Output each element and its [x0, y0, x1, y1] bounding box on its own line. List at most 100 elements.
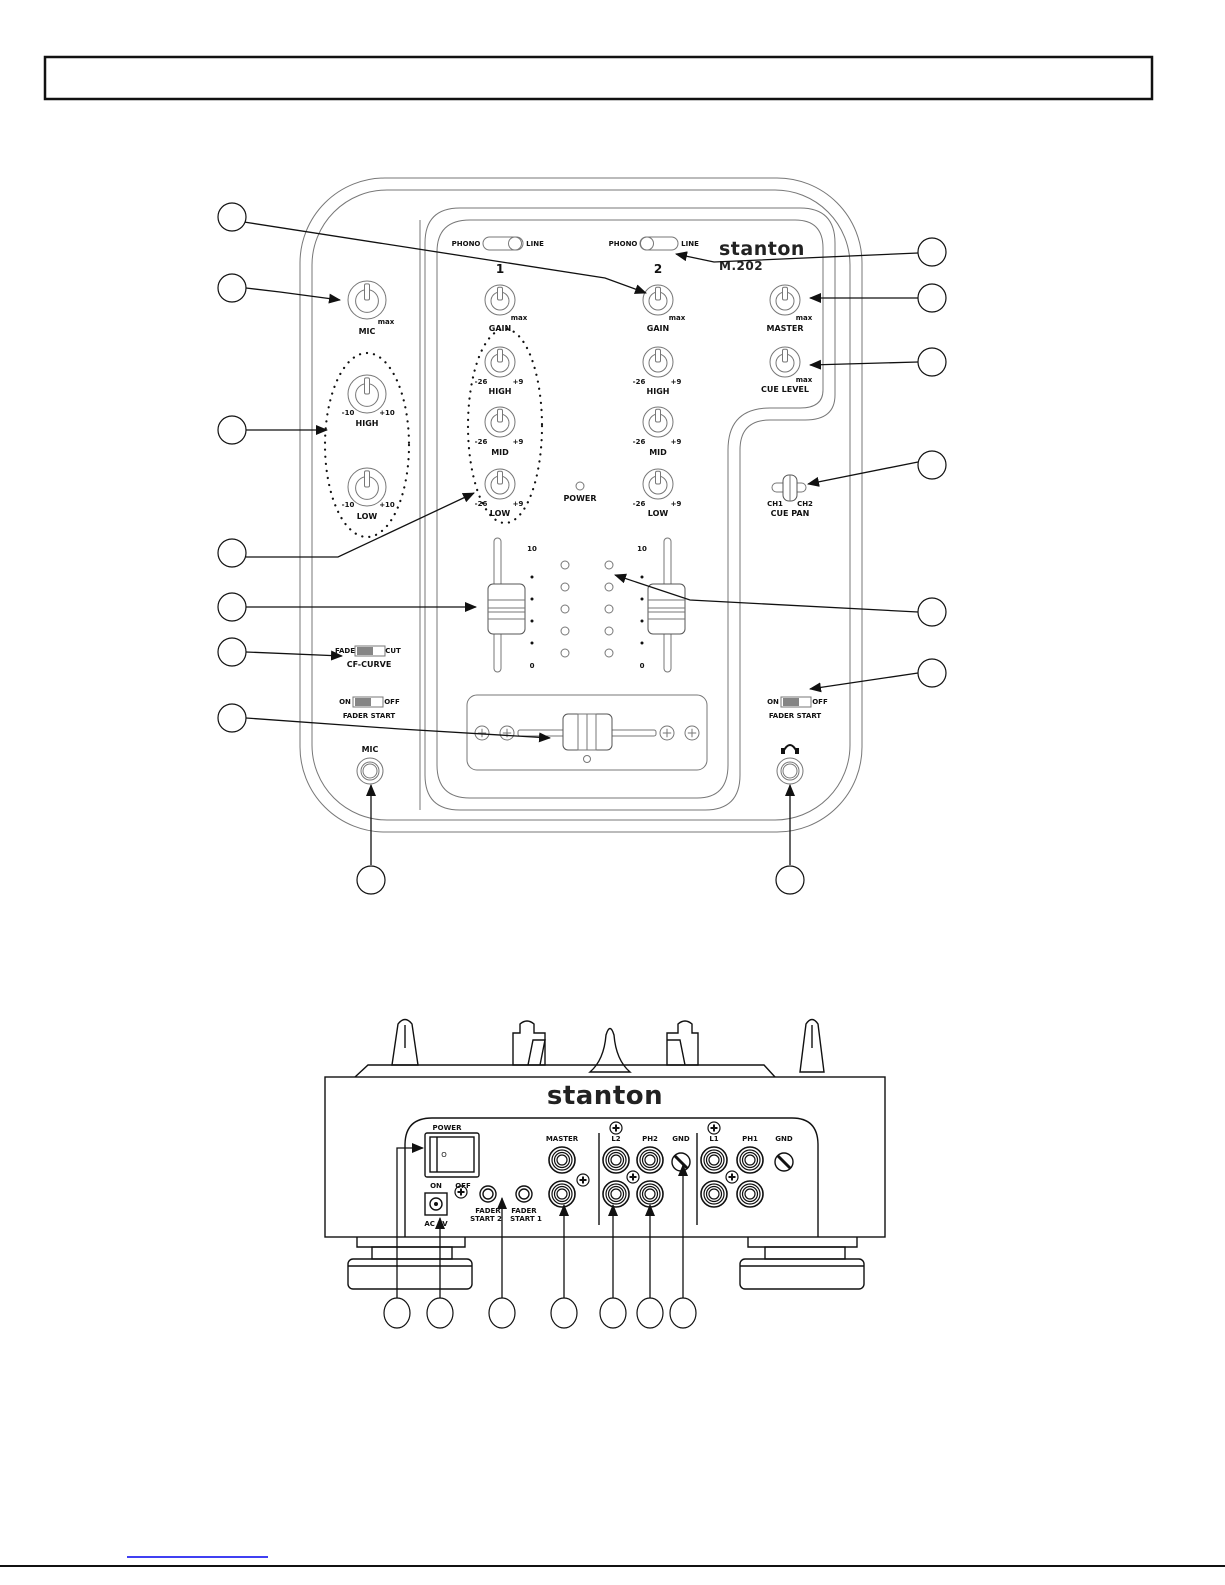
- line2-jack[interactable]: [602, 1180, 630, 1208]
- ch1-mid-knob[interactable]: [484, 406, 516, 438]
- ch1-low-knob[interactable]: [484, 468, 516, 500]
- level-meter-led-2: [604, 604, 614, 614]
- crossfader-cap[interactable]: [562, 713, 613, 751]
- top-knob-silhouettes: [391, 1018, 825, 1073]
- mic-jack[interactable]: [356, 757, 384, 785]
- ch1-gain-knob[interactable]: [484, 284, 516, 316]
- power-on-label: ON: [430, 1182, 442, 1190]
- level-meter-led-1: [560, 560, 570, 570]
- callout-circle: [775, 865, 805, 895]
- screw-icon: [454, 1185, 468, 1199]
- fader-scale-dot: [640, 619, 644, 623]
- callout-circle: [917, 658, 947, 688]
- ch2-switch-knob[interactable]: [640, 236, 654, 251]
- master-knob[interactable]: [769, 284, 801, 316]
- ch2-eq-labels: -26 +9 HIGH -26 +9 MID -26 +9 LOW: [633, 378, 682, 518]
- crossfader-indicator: [583, 755, 591, 763]
- headphone-jack[interactable]: [776, 757, 804, 785]
- power-symbol: O: [441, 1151, 447, 1159]
- master-out-jack[interactable]: [548, 1180, 576, 1208]
- master-out-jack[interactable]: [548, 1146, 576, 1174]
- fader-start-left-label: FADER START: [343, 712, 396, 720]
- ch1-eq-labels: -26 +9 HIGH -26 +9 MID -26 +9 LOW: [475, 378, 524, 518]
- ch1-scale-top: 10: [527, 545, 537, 553]
- ch2-high-knob[interactable]: [642, 346, 674, 378]
- ch1-eq-dotted-group: [466, 327, 544, 525]
- mic-low-knob[interactable]: [347, 467, 387, 507]
- ch2-phono-line-switch[interactable]: [639, 236, 679, 251]
- center-panel-inner-outline: [436, 219, 824, 799]
- fader-start-right-switch[interactable]: [780, 696, 812, 708]
- ch1-fader-cap[interactable]: [487, 583, 526, 635]
- line2-jack[interactable]: [602, 1146, 630, 1174]
- mic-jack-label: MIC: [362, 745, 379, 754]
- cue-level-knob[interactable]: [769, 346, 801, 378]
- mic-knob-label: MIC: [359, 327, 376, 336]
- ch1-phono-label: PHONO: [452, 240, 481, 248]
- phono1-jack[interactable]: [736, 1146, 764, 1174]
- ch1-high-max: +9: [513, 378, 524, 386]
- master-label: MASTER: [767, 324, 804, 333]
- ph1-label: PH1: [742, 1135, 758, 1143]
- line1-jack[interactable]: [700, 1146, 728, 1174]
- fader-start-2-jack[interactable]: [479, 1185, 497, 1203]
- fader-start-left-off: OFF: [384, 698, 400, 706]
- mic-high-knob[interactable]: [347, 374, 387, 414]
- ch2-mid-max: +9: [671, 438, 682, 446]
- cue-pan-label: CUE PAN: [771, 509, 810, 518]
- ch1-line-label: LINE: [526, 240, 544, 248]
- rear-panel: [404, 1117, 819, 1237]
- cue-pan-ch1: CH1: [767, 500, 783, 508]
- callout-circle: [917, 597, 947, 627]
- callout-circle: [217, 592, 247, 622]
- line1-jack[interactable]: [700, 1180, 728, 1208]
- rear-master-label: MASTER: [546, 1135, 579, 1143]
- mic-eq-dotted-group: [323, 351, 411, 539]
- gain1-label: GAIN: [489, 324, 511, 333]
- channel-1-number: 1: [496, 262, 504, 276]
- ch1-phono-line-switch[interactable]: [482, 236, 524, 251]
- gnd-terminal-2[interactable]: [671, 1152, 691, 1172]
- callout-circle: [217, 538, 247, 568]
- ch2-low-knob[interactable]: [642, 468, 674, 500]
- ch1-high-knob[interactable]: [484, 346, 516, 378]
- gain2-max: max: [669, 314, 686, 322]
- fader-scale-dot: [530, 597, 534, 601]
- rear-brand-logo: stanton: [547, 1081, 663, 1111]
- fader-start-right-off: OFF: [812, 698, 828, 706]
- ch1-switch-knob[interactable]: [508, 236, 522, 251]
- ch1-high-label: HIGH: [489, 387, 512, 396]
- phono1-jack[interactable]: [736, 1180, 764, 1208]
- cue-level-max: max: [796, 376, 813, 384]
- power-switch[interactable]: [424, 1132, 480, 1178]
- mic-knob[interactable]: [347, 280, 387, 320]
- ch2-fader-cap[interactable]: [647, 583, 686, 635]
- fader-start-left-switch[interactable]: [352, 696, 384, 708]
- cf-curve-switch[interactable]: [354, 645, 386, 657]
- feet: [347, 1237, 865, 1290]
- fader-start-left-on: ON: [339, 698, 351, 706]
- ch2-mid-knob[interactable]: [642, 406, 674, 438]
- mic-low-max: +10: [379, 501, 395, 509]
- cf-fade-label: FADE: [335, 647, 355, 655]
- cue-pan-ch2: CH2: [797, 500, 813, 508]
- mic-high-label: HIGH: [356, 419, 379, 428]
- ch1-high-min: -26: [475, 378, 488, 386]
- screw-icon: [609, 1121, 623, 1135]
- ch1-low-max: +9: [513, 500, 524, 508]
- callout-arrows: [243, 221, 919, 865]
- screw-icon: [659, 725, 675, 741]
- fader-start-1-jack[interactable]: [515, 1185, 533, 1203]
- ch2-high-label: HIGH: [647, 387, 670, 396]
- ch2-scale-top: 10: [637, 545, 647, 553]
- cue-level-label: CUE LEVEL: [761, 385, 809, 394]
- phono2-jack[interactable]: [636, 1146, 664, 1174]
- callout-circle: [917, 237, 947, 267]
- phono2-jack[interactable]: [636, 1180, 664, 1208]
- ch2-gain-knob[interactable]: [642, 284, 674, 316]
- callout-circle: [217, 637, 247, 667]
- mic-max-label: max: [378, 318, 395, 326]
- ac-power-jack[interactable]: [424, 1192, 448, 1216]
- callout-circle: [217, 202, 247, 232]
- gnd-terminal-1[interactable]: [774, 1152, 794, 1172]
